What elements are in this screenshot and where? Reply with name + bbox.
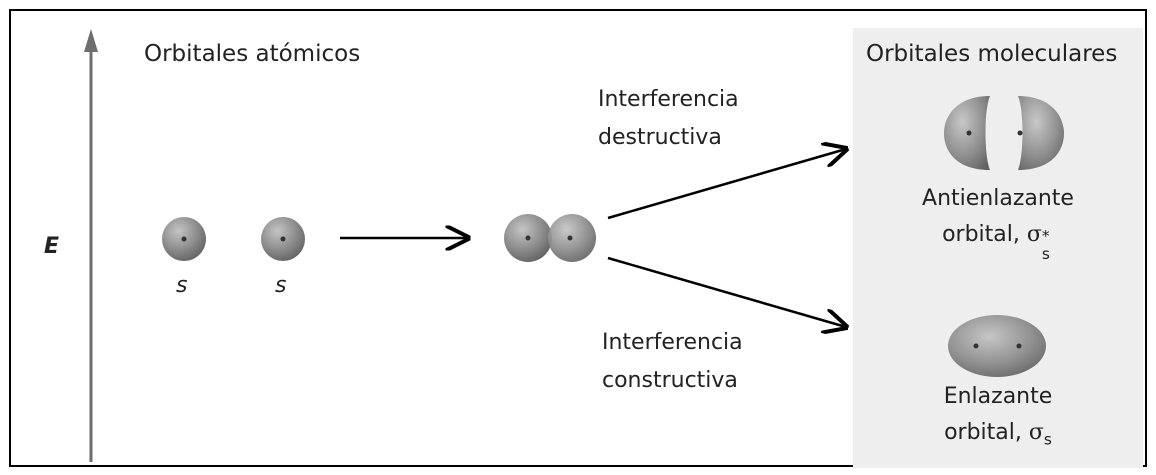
molecular-orbitals-title: Orbitales moleculares <box>866 41 1118 67</box>
destructive-interference-line2: destructiva <box>598 125 722 150</box>
antibonding-label-line2: orbital, σ*s <box>888 219 1108 263</box>
antibonding-label-line1: Antienlazante <box>922 186 1074 211</box>
bonding-orbital <box>948 315 1046 377</box>
atomic-orbital-1 <box>162 217 206 261</box>
energy-axis-label: E <box>44 234 60 259</box>
constructive-interference-line2: constructiva <box>602 368 738 393</box>
bonding-label-line1: Enlazante <box>943 384 1053 409</box>
sigma-symbol: σ <box>1026 222 1042 247</box>
overlapping-orbitals <box>504 214 596 262</box>
atomic-orbitals-title: Orbitales atómicos <box>144 41 361 67</box>
bonding-subscript: s <box>1043 430 1052 449</box>
destructive-interference-line1: Interferencia <box>598 87 739 112</box>
sigma-symbol: σ <box>1028 420 1044 445</box>
antibonding-orbital-word: orbital, <box>942 222 1027 247</box>
bonding-label-line2: orbital, σs <box>888 417 1108 455</box>
axis-arrowhead-icon <box>84 29 98 52</box>
antibonding-superscript: * <box>1041 227 1050 245</box>
antibonding-subscript: s <box>1041 245 1050 263</box>
molecular-orbitals-panel <box>853 28 1143 468</box>
atomic-orbital-label: s <box>275 273 287 298</box>
constructive-interference-line1: Interferencia <box>602 330 743 355</box>
constructive-arrow <box>607 256 846 327</box>
energy-axis <box>84 29 98 462</box>
bonding-orbital-word: orbital, <box>944 420 1029 445</box>
antibonding-orbital <box>944 96 1064 170</box>
atomic-orbital-label: s <box>176 273 188 298</box>
atomic-orbital-2 <box>261 217 305 261</box>
destructive-arrow <box>607 149 846 220</box>
